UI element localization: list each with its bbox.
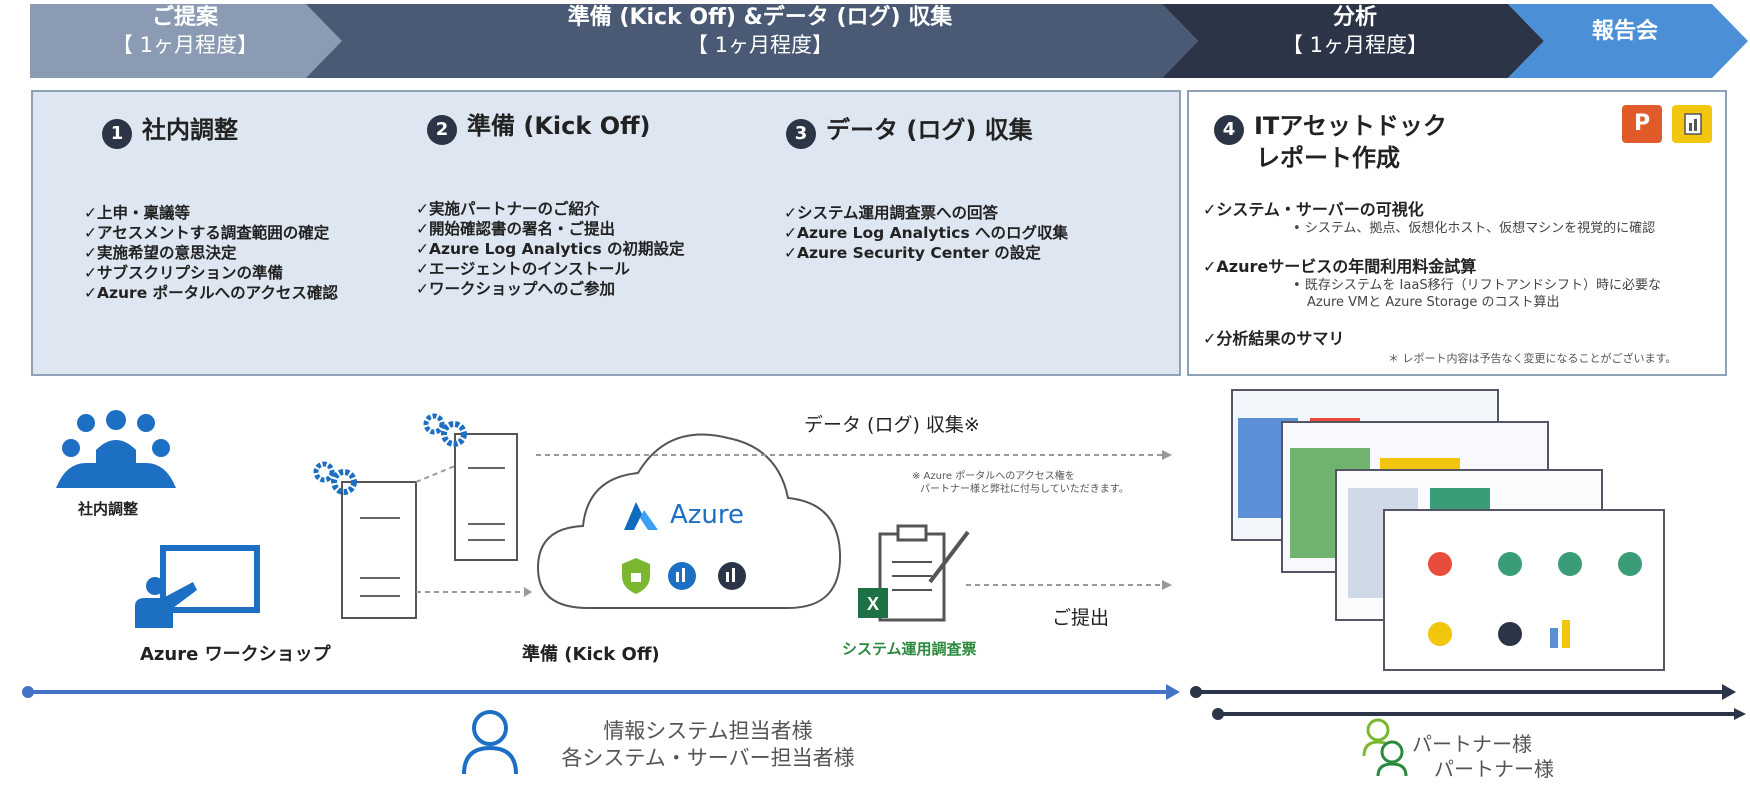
step-3-header: 3 データ (ログ) 収集 [786,110,1033,149]
azure-service-icons [622,558,746,594]
powerbi-icon [1672,105,1712,143]
checklist-item: サブスクリプションの準備 [84,263,338,283]
phase-chevrons [30,4,1748,78]
step-2-header: 2 準備 (Kick Off) [427,106,651,145]
partner-roles: パートナー様 パートナー様 [1412,732,1554,782]
checklist-item: 開始確認書の署名・ご提出 [416,219,685,239]
phase-prepare-collect: 準備 (Kick Off) &データ (ログ) 収集 【 1ヶ月程度】 [360,4,1160,78]
step-number: 2 [427,114,457,145]
checklist-item: 実施パートナーのご紹介 [416,199,685,219]
checklist-item: エージェントのインストール [416,259,685,279]
clipboard-icon: X [858,524,970,622]
report-thumbnails [1231,389,1665,671]
phase-title: 準備 (Kick Off) &データ (ログ) 収集 [567,5,953,30]
azure-label: Azure [670,500,745,530]
partner-role: パートナー様 [1412,732,1532,756]
report-heading: Azureサービスの年間利用料金試算 [1203,253,1718,277]
report-sub: Azure VMと Azure Storage のコスト算出 [1307,295,1560,310]
checklist-item: ワークショップへのご参加 [416,279,685,299]
people-group-icon [56,410,176,488]
step-1-header: 1 社内調整 [102,110,238,149]
step-title: データ (ログ) 収集 [826,116,1033,144]
checklist-item: 上申・稟議等 [84,203,338,223]
gear-icon [313,461,357,495]
timeline-arrows [22,684,1746,720]
partner-icon [1362,718,1408,776]
report-header: 4 ITアセットドック [1214,106,1447,145]
phase-title: 報告会 [1591,19,1658,44]
checklist-item: 実施希望の意思決定 [84,243,338,263]
partner-role: パートナー様 [1434,757,1554,781]
submit-label: ご提出 [1052,607,1110,629]
step-2-items: 実施パートナーのご紹介 開始確認書の署名・ご提出 Azure Log Analy… [416,199,685,299]
customer-roles: 情報システム担当者様 各システム・サーバー担当者様 [548,718,868,772]
security-center-icon [622,558,650,594]
report-sub: システム、拠点、仮想化ホスト、仮想マシンを視覚的に確認 [1293,220,1718,237]
report-heading: 分析結果のサマリ [1203,325,1718,349]
checklist-item: Azure Log Analytics へのログ収集 [784,223,1068,243]
survey-label: システム運用調査票 [842,640,977,658]
checklist-item: システム運用調査票への回答 [784,203,1068,223]
collect-note-line: パートナー様と弊社に付与していただきます。 [920,484,1129,495]
internal-label: 社内調整 [78,500,139,518]
phase-duration: 【 1ヶ月程度】 [1281,33,1429,57]
step-1-items: 上申・稟議等 アセスメントする調査範囲の確定 実施希望の意思決定 サブスクリプシ… [84,203,338,303]
log-analytics-icon [668,562,696,590]
kickoff-label: 準備 (Kick Off) [522,644,660,665]
step-3-items: システム運用調査票への回答 Azure Log Analytics へのログ収集… [784,203,1068,263]
submit-arrow [966,580,1172,590]
step-number: 1 [102,118,132,149]
checklist-item: アセスメントする調査範囲の確定 [84,223,338,243]
checklist-item: Azure Security Center の設定 [784,243,1068,263]
report-title-line1: ITアセットドック [1254,112,1447,140]
monitor-icon [718,562,746,590]
phase-analysis: 分析 【 1ヶ月程度】 [1200,4,1510,78]
presentation-icon [135,545,260,628]
step-number: 4 [1214,114,1244,145]
workshop-label: Azure ワークショップ [140,644,331,665]
customer-role: 情報システム担当者様 [603,719,813,743]
svg-text:X: X [867,594,879,614]
step-title: 社内調整 [142,116,238,144]
checklist-item: Azure Log Analytics の初期設定 [416,239,685,259]
customer-role: 各システム・サーバー担当者様 [561,746,855,770]
phase-report: 報告会 [1540,4,1710,92]
phase-duration: 【 1ヶ月程度】 [686,33,834,57]
powerpoint-icon: P [1622,105,1662,143]
checklist-item: Azure ポータルへのアクセス確認 [84,283,338,303]
collect-arrow [536,450,1172,460]
report-note: ＊ レポート内容は予告なく変更になることがございます。 [1388,352,1677,365]
collect-note-line: ※ Azure ポータルへのアクセス権を [912,471,1075,482]
phase-title: 分析 [1332,5,1377,30]
phase-title: ご提案 [151,5,218,30]
report-heading: システム・サーバーの可視化 [1203,196,1718,220]
azure-logo-icon [624,502,658,530]
azure-cloud [536,433,842,609]
phase-duration: 【 1ヶ月程度】 [111,33,259,57]
phase-proposal: ご提案 【 1ヶ月程度】 [30,4,340,78]
collect-label: データ (ログ) 収集※ [804,414,980,436]
gear-icon [423,413,467,447]
step-title: 準備 (Kick Off) [467,112,651,140]
step-number: 3 [786,118,816,149]
report-sections: システム・サーバーの可視化 システム、拠点、仮想化ホスト、仮想マシンを視覚的に確… [1203,196,1718,349]
documents-graphic [341,433,532,619]
person-icon [462,710,518,774]
collect-note: ※ Azure ポータルへのアクセス権を パートナー様と弊社に付与していただきま… [912,470,1129,496]
report-sub: 既存システムを IaaS移行（リフトアンドシフト）時に必要な [1293,277,1718,294]
report-title-line2: レポート作成 [1256,144,1400,172]
